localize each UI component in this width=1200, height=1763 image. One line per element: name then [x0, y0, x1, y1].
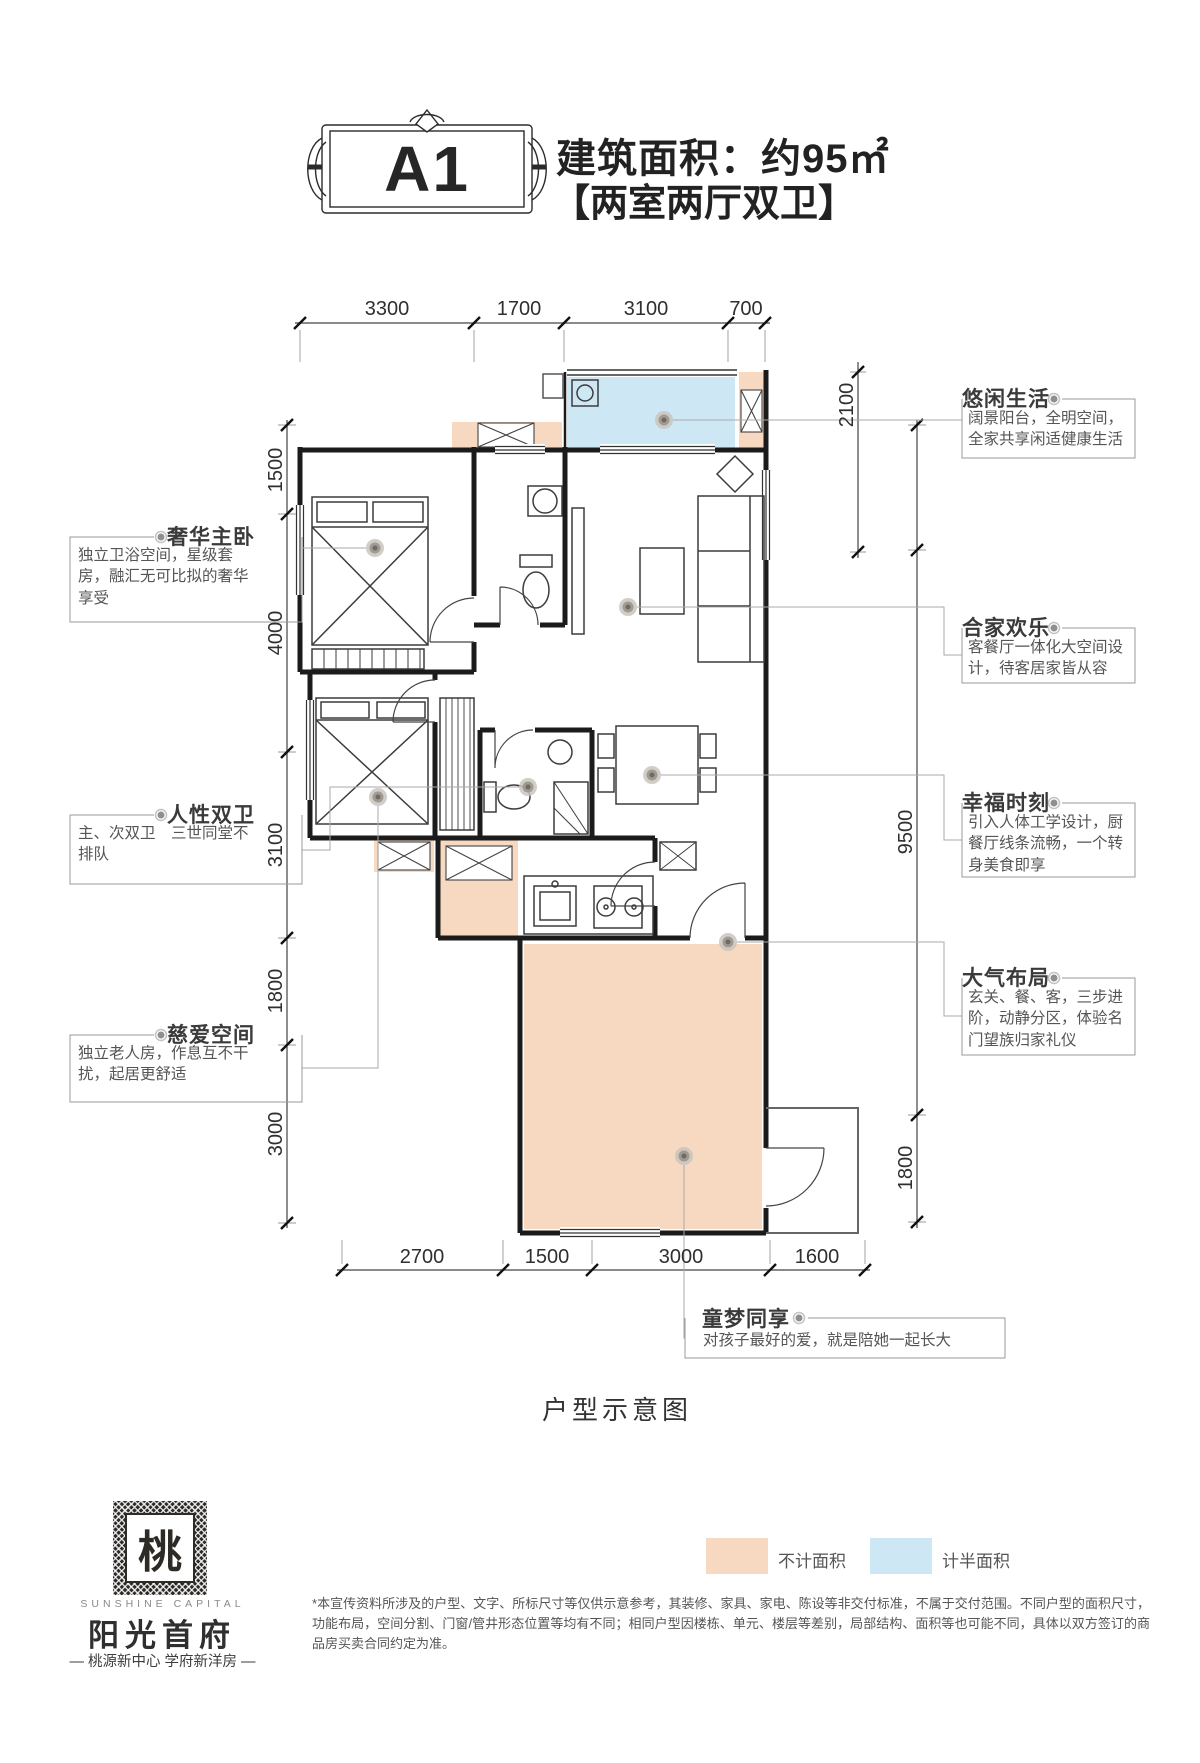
callout-bathrooms-title: 人性双卫 [167, 804, 255, 827]
stair-lobby-outline [766, 1107, 859, 1234]
dim-right-2: 9500 [895, 809, 917, 855]
balcony-railing [542, 369, 737, 399]
callout-child-body: 对孩子最好的爱，就是陪她一起长大 [703, 1332, 952, 1349]
callout-grand-body: 玄关、餐、客，三步进阶，动静分区，体验名门望族归家礼仪 [968, 989, 1124, 1049]
dim-right-3: 1800 [895, 1145, 917, 1191]
child-room-uncounted-area [524, 944, 762, 1229]
dim-left-3: 3100 [265, 822, 287, 868]
dimension-lines [278, 316, 926, 1277]
dim-bottom-3: 3000 [658, 1246, 704, 1268]
callout-happy-title: 幸福时刻 [962, 792, 1050, 815]
dim-top-3: 3100 [623, 298, 669, 320]
dim-left-4: 1800 [265, 968, 287, 1014]
dim-left-5: 3000 [265, 1111, 287, 1157]
callout-happy-body: 引入人体工学设计，厨餐厅线条流畅，一个转身美食即享 [968, 814, 1124, 874]
callout-family-body: 客餐厅一体化大空间设计，待客居家皆从容 [968, 639, 1124, 678]
callout-grand-title: 大气布局 [962, 967, 1050, 990]
floor-plan-drawing [69, 108, 1136, 1359]
legend-label-half: 计半面积 [942, 1552, 1010, 1571]
legend-label-uncounted: 不计面积 [778, 1552, 846, 1571]
furniture [311, 379, 765, 935]
callout-child-title: 童梦同享 [702, 1308, 790, 1331]
dim-left-1: 1500 [265, 447, 287, 493]
unit-code: A1 [384, 133, 470, 205]
dim-bottom-1: 2700 [399, 1246, 445, 1268]
dimension-ticks [280, 316, 924, 1277]
balcony-half-area [567, 377, 735, 448]
plan-caption: 户型示意图 [541, 1395, 692, 1425]
brand-tagline: — 桃源新中心 学府新洋房 — [69, 1654, 256, 1670]
callout-leisure-title: 悠闲生活 [962, 388, 1050, 411]
callout-title-dots [154, 392, 1061, 1325]
door-arcs [392, 586, 825, 1207]
room-marker-dots [366, 411, 737, 1165]
dim-top-2: 1700 [496, 298, 542, 320]
dim-left-2: 4000 [265, 610, 287, 656]
dim-bottom-4: 1600 [794, 1246, 840, 1268]
callout-family-title: 合家欢乐 [962, 617, 1050, 640]
dim-top-4: 700 [729, 298, 763, 320]
dim-bottom-2: 1500 [524, 1246, 570, 1268]
brand-seal-glyph: 桃 [125, 1513, 195, 1583]
brand-name-en: SUNSHINE CAPITAL [80, 1598, 245, 1610]
disclaimer-text: *本宣传资料所涉及的户型、文字、所标尺寸等仅供示意参考，其装修、家具、家电、陈设… [312, 1596, 1150, 1652]
callout-bathrooms-body: 主、次双卫 三世同堂不排队 [78, 825, 249, 864]
legend-swatch-half [870, 1538, 932, 1574]
brand-name-cn: 阳光首府 [88, 1618, 236, 1653]
dim-top-1: 3300 [364, 298, 410, 320]
callout-master-title: 奢华主卧 [167, 526, 255, 549]
shaft-x-boxes [377, 389, 763, 881]
building-area-line: 建筑面积：约95㎡ [556, 137, 890, 181]
layout-type-line: 【两室两厅双卫】 [552, 183, 857, 225]
callout-boxes [69, 398, 1136, 1359]
callout-elder-body: 独立老人房，作息互不干扰，起居更舒适 [78, 1045, 249, 1084]
brand-seal: 桃 [113, 1501, 207, 1595]
callout-leisure-body: 阔景阳台，全明空间，全家共享闲适健康生活 [968, 410, 1124, 449]
callout-elder-title: 慈爱空间 [167, 1024, 255, 1047]
windows [294, 444, 771, 1238]
legend-swatch-uncounted [706, 1538, 768, 1574]
callout-master-body: 独立卫浴空间，星级套房，融汇无可比拟的奢华享受 [78, 547, 249, 607]
dim-right-1: 2100 [836, 382, 858, 428]
unit-badge-frame [307, 108, 547, 214]
